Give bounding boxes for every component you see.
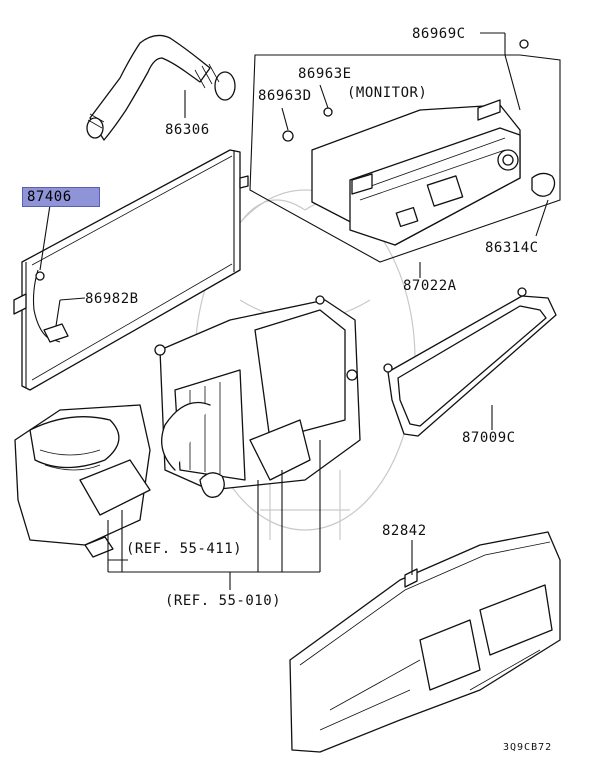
label-part-87009c: 87009C <box>462 430 516 446</box>
label-part-86314c: 86314C <box>485 240 539 256</box>
label-part-86306: 86306 <box>165 122 210 138</box>
label-ref-55-010: (REF. 55-010) <box>165 593 282 609</box>
ref-brackets <box>107 440 321 590</box>
hose-86306 <box>86 34 236 141</box>
blower-unit <box>14 404 151 558</box>
leader-86963e <box>319 84 329 109</box>
control-unit-group <box>249 32 561 263</box>
drawing-code: 3Q9CB72 <box>503 742 553 753</box>
label-part-86963e: 86963E <box>298 66 352 82</box>
label-part-82842: 82842 <box>382 523 427 539</box>
label-monitor: (MONITOR) <box>347 85 428 101</box>
label-ref-55-411: (REF. 55-411) <box>126 541 243 557</box>
sensor-86982b <box>32 269 69 343</box>
condenser-panel <box>13 149 249 391</box>
label-part-86969c: 86969C <box>412 26 466 42</box>
hvac-unit <box>154 295 361 498</box>
leader-86314c <box>535 199 549 237</box>
label-part-87406[interactable]: 87406 <box>22 187 100 207</box>
label-part-87022a: 87022A <box>403 278 457 294</box>
label-part-86963d: 86963D <box>258 88 312 104</box>
bezel-87009c <box>383 287 557 437</box>
leader-86963d <box>281 107 289 131</box>
label-part-86982b: 86982B <box>85 291 139 307</box>
leader-86982b <box>59 297 86 301</box>
dashboard <box>289 531 561 753</box>
leader-87406 <box>39 204 51 271</box>
